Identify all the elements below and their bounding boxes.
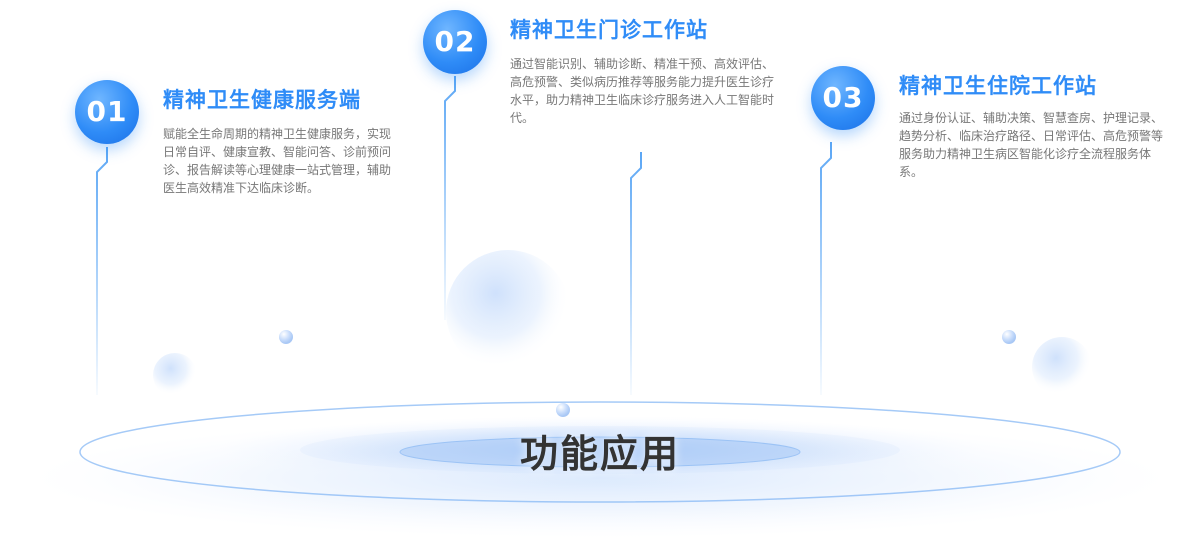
step-badge-01: 01 [75, 80, 139, 144]
pillar-connector-02 [444, 76, 456, 320]
pillar-connector-mid [630, 152, 642, 395]
step-badge-03: 03 [811, 66, 875, 130]
small-ball [556, 403, 570, 417]
card-desc-health-service: 赋能全生命周期的精神卫生健康服务，实现日常自评、健康宣教、智能问答、诊前预问诊、… [163, 127, 392, 195]
center-glow-blob [446, 250, 570, 374]
center-title: 功能应用 [519, 432, 680, 476]
card-title-inpatient: 精神卫生住院工作站 [899, 74, 1097, 98]
platform-outer-ring [79, 401, 1121, 503]
card-title-health-service: 精神卫生健康服务端 [163, 88, 361, 112]
pillar-connector-01 [96, 147, 108, 395]
platform-core-ring [399, 436, 801, 468]
small-ball [279, 330, 293, 344]
card-title-outpatient: 精神卫生门诊工作站 [510, 18, 708, 42]
right-glow-blob [1032, 337, 1092, 397]
left-glow-blob [153, 353, 197, 397]
small-ball [1002, 330, 1016, 344]
pillar-connector-03 [820, 142, 832, 395]
step-badge-02: 02 [423, 10, 487, 74]
card-desc-inpatient: 通过身份认证、辅助决策、智慧查房、护理记录、趋势分析、临床治疗路径、日常评估、高… [899, 111, 1164, 179]
card-desc-outpatient: 通过智能识别、辅助诊断、精准干预、高效评估、高危预警、类似病历推荐等服务能力提升… [510, 57, 775, 125]
